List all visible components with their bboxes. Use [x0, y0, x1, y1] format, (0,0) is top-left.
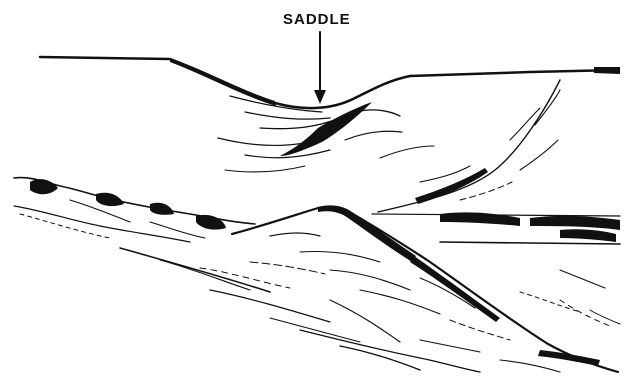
foreground-slope: [120, 248, 620, 372]
middle-vegetation-band: [14, 178, 620, 244]
lower-hill: [160, 205, 618, 372]
upper-ridge-right-slope: [378, 80, 560, 212]
saddle-pointer-arrow: [314, 32, 326, 104]
saddle-label: SADDLE: [283, 11, 351, 28]
